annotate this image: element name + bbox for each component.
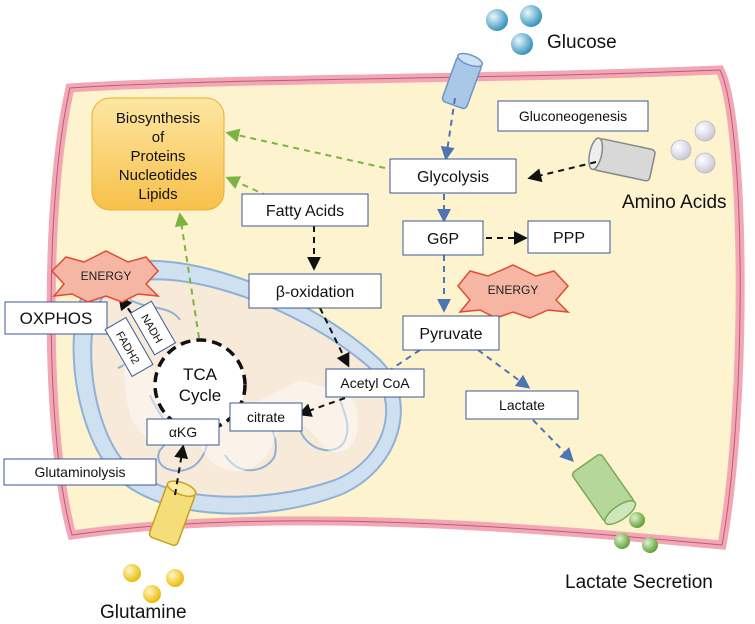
biosynthesis-line-4: Nucleotides	[119, 167, 197, 184]
energy-badge-cytosol: ENERGY	[457, 264, 571, 319]
lactate-secretion-label: Lactate Secretion	[565, 572, 713, 593]
glycolysis-label: Glycolysis	[417, 169, 489, 186]
tca-label-line-1: TCA	[183, 365, 218, 384]
pyruvate-label: Pyruvate	[419, 326, 482, 343]
biosynthesis-line-5: Lipids	[138, 186, 177, 203]
lactate-transporter	[571, 453, 637, 526]
citrate-node: citrate	[229, 402, 303, 432]
glutamine-label: Glutamine	[100, 602, 187, 623]
energy-label-cytosol: ENERGY	[488, 283, 539, 297]
tca-cycle: TCA Cycle	[153, 338, 247, 432]
gluconeogenesis-node: Gluconeogenesis	[497, 100, 649, 132]
citrate-label: citrate	[247, 409, 285, 425]
lactate-molecules	[614, 512, 658, 553]
biosynthesis-line-1: Biosynthesis	[116, 110, 200, 127]
pyruvate-node: Pyruvate	[402, 315, 500, 351]
glutamine-molecules	[123, 564, 184, 603]
glycolysis-node: Glycolysis	[389, 158, 517, 194]
glutamine-transporter	[148, 480, 197, 547]
biosynthesis-node: Biosynthesis of Proteins Nucleotides Lip…	[91, 97, 225, 211]
akg-label: αKG	[169, 424, 197, 440]
beta-oxidation-node: β-oxidation	[248, 273, 382, 309]
ppp-node: PPP	[527, 220, 611, 254]
acetyl-coa-node: Acetyl CoA	[325, 368, 425, 398]
g6p-label: G6P	[427, 231, 459, 248]
gluconeogenesis-label: Gluconeogenesis	[519, 108, 627, 124]
ppp-label: PPP	[553, 230, 585, 247]
lactate-label: Lactate	[499, 397, 545, 413]
glutaminolysis-label: Glutaminolysis	[34, 464, 125, 480]
energy-badge-mitochondrion: ENERGY	[50, 250, 161, 303]
glutaminolysis-node: Glutaminolysis	[3, 458, 157, 486]
biosynthesis-line-2: of	[152, 129, 165, 146]
oxphos-label: OXPHOS	[20, 309, 93, 328]
cell-membrane-inner-line	[50, 69, 741, 546]
glucose-molecules	[486, 5, 542, 55]
glucose-label: Glucose	[547, 32, 617, 53]
akg-node: αKG	[146, 418, 220, 446]
fatty-acids-label: Fatty Acids	[266, 203, 344, 220]
glucose-transporter	[441, 52, 484, 110]
acetyl-coa-label: Acetyl CoA	[340, 375, 410, 391]
lactate-node: Lactate	[465, 390, 579, 420]
fatty-acids-node: Fatty Acids	[241, 193, 369, 227]
energy-label-mitochondrion: ENERGY	[81, 269, 132, 283]
biosynthesis-line-3: Proteins	[130, 148, 185, 165]
tca-label-line-2: Cycle	[179, 386, 222, 405]
g6p-node: G6P	[402, 220, 484, 256]
oxphos-node: OXPHOS	[4, 301, 108, 335]
beta-oxidation-label: β-oxidation	[276, 284, 355, 301]
amino-acid-transporter	[588, 137, 656, 182]
amino-acid-molecules	[670, 120, 716, 174]
nadh-node: NADH	[129, 300, 177, 356]
amino-acids-label: Amino Acids	[622, 192, 727, 213]
green-arrows	[174, 128, 386, 339]
